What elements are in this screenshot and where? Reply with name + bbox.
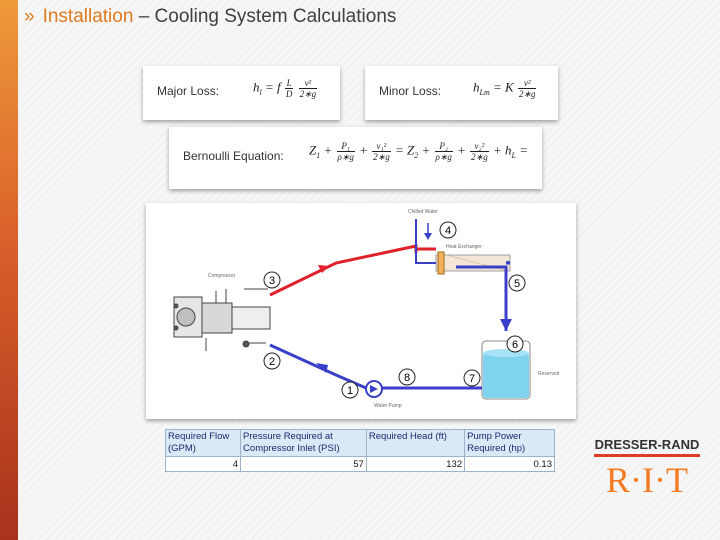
label-compressor: Compressor xyxy=(208,273,236,279)
header-required-head: Required Head (ft) xyxy=(365,429,466,457)
chilled-water-line xyxy=(415,219,436,264)
major-loss-label: Major Loss: xyxy=(157,84,220,98)
flow-arrow-pump xyxy=(316,363,328,373)
table-header-row: Required Flow (GPM) Pressure Required at… xyxy=(164,429,555,457)
label-water-pump: Water Pump xyxy=(374,403,402,409)
point-marker-2: 2 xyxy=(263,352,281,370)
bernoulli-label: Bernoulli Equation: xyxy=(183,149,284,163)
point-marker-7: 7 xyxy=(463,369,481,387)
label-chilled-water: Chilled Water xyxy=(408,209,438,215)
title-cooling: Cooling System Calculations xyxy=(154,6,397,27)
svg-text:1: 1 xyxy=(347,385,353,397)
point-marker-3: 3 xyxy=(263,271,281,289)
logo-svg: DRESSER-RAND R·I·T xyxy=(594,437,700,500)
header-pressure-required: Pressure Required at Compressor Inlet (P… xyxy=(240,429,367,457)
point-marker-6: 6 xyxy=(506,335,524,353)
results-table: Required Flow (GPM) Pressure Required at… xyxy=(164,429,555,472)
cooling-system-diagram: Compressor Heat Exchanger Chilled Water … xyxy=(146,203,576,419)
point-marker-4: 4 xyxy=(439,221,457,239)
title-dash: – xyxy=(133,6,155,27)
table-row: 4 57 132 0.13 xyxy=(164,456,555,472)
minor-loss-label: Minor Loss: xyxy=(379,84,442,98)
point-marker-8: 8 xyxy=(398,368,416,386)
flow-arrow-hot xyxy=(318,265,329,273)
svg-text:5: 5 xyxy=(514,278,520,290)
svg-text:6: 6 xyxy=(512,339,518,351)
header-required-flow: Required Flow (GPM) xyxy=(164,429,242,457)
label-heat-exchanger: Heat Exchanger xyxy=(446,244,482,250)
title-chevron: » xyxy=(24,6,35,27)
reservoir-icon xyxy=(481,340,531,400)
hot-water-line xyxy=(269,244,418,297)
flow-arrow-cold-down xyxy=(500,319,512,331)
cell-pressure-required: 57 xyxy=(240,456,367,472)
slide-title: » Installation – Cooling System Calculati… xyxy=(24,6,396,28)
dresser-rand-rit-logo: DRESSER-RAND R·I·T xyxy=(588,432,706,500)
svg-text:4: 4 xyxy=(445,225,451,237)
diagram-svg: Compressor Heat Exchanger Chilled Water … xyxy=(173,209,560,409)
point-marker-5: 5 xyxy=(508,274,526,292)
label-reservoir: Reservoir xyxy=(538,371,560,377)
title-installation: Installation xyxy=(42,6,134,27)
cell-required-flow: 4 xyxy=(164,456,242,472)
logo-red-rule xyxy=(594,454,700,457)
svg-text:7: 7 xyxy=(469,373,475,385)
flow-arrow-chilled xyxy=(424,233,432,240)
compressor-icon xyxy=(173,288,271,351)
logo-dresser-rand-text: DRESSER-RAND xyxy=(595,437,700,452)
cell-pump-power: 0.13 xyxy=(464,456,555,472)
sidebar-accent-bar xyxy=(0,0,18,540)
svg-text:8: 8 xyxy=(404,372,410,384)
water-pump-icon xyxy=(365,380,383,398)
logo-rit-text: R·I·T xyxy=(606,460,688,498)
cell-required-head: 132 xyxy=(365,456,466,472)
svg-text:3: 3 xyxy=(269,275,275,287)
heat-exchanger-icon xyxy=(435,251,511,275)
header-pump-power: Pump Power Required (hp) xyxy=(464,429,555,457)
point-marker-1: 1 xyxy=(341,381,359,399)
svg-text:2: 2 xyxy=(269,356,275,368)
